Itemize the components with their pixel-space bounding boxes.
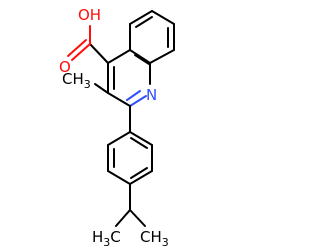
bond-ph6-ph1 bbox=[129, 131, 153, 146]
bond-c5-c6-inner bbox=[135, 16, 153, 28]
bond-c8-c8a bbox=[149, 49, 175, 64]
bond-ph3-ph4 bbox=[107, 170, 131, 185]
carboxyl-group bbox=[67, 25, 109, 64]
bond-n-c2-inner bbox=[126, 90, 141, 101]
isopropyl-right-main: CH bbox=[140, 228, 162, 246]
bond-ph6-ph1-inner bbox=[130, 137, 148, 149]
bond-c3-methyl bbox=[94, 83, 109, 94]
bond-c-o-double-b bbox=[67, 39, 87, 57]
isopropyl-left-tail: C bbox=[110, 228, 120, 246]
bond-ph1-ph2 bbox=[107, 131, 131, 146]
bond-ph4-ph5 bbox=[129, 170, 153, 185]
benzo-ring bbox=[129, 10, 175, 65]
isopropyl-right-sub: 3 bbox=[162, 236, 169, 249]
hydroxyl-label: OH bbox=[78, 6, 101, 24]
structure-diagram: OH O N CH3 H3C CH3 bbox=[59, 6, 175, 249]
isopropyl-left-sub: 3 bbox=[103, 236, 110, 249]
bond-c4-c4a bbox=[107, 49, 131, 64]
bond-c4a-c8a bbox=[129, 49, 151, 64]
pyridine-ring bbox=[107, 49, 151, 107]
methyl-label-sub: 3 bbox=[84, 78, 91, 91]
bond-c4a-c8a-inner bbox=[134, 54, 150, 65]
bond-ph4-ph5-inner bbox=[130, 167, 148, 179]
isopropyl-right-methyl-label: CH3 bbox=[140, 228, 169, 249]
phenyl-ring bbox=[107, 131, 153, 185]
bond-c5-c6 bbox=[129, 10, 153, 25]
bond-c-o-double-a bbox=[71, 43, 91, 61]
isopropyl-group bbox=[115, 183, 146, 227]
bond-c2-c3 bbox=[107, 92, 131, 107]
bond-c4-ccooh bbox=[89, 43, 109, 64]
bond-c6-c7 bbox=[151, 10, 175, 25]
carbonyl-oxygen-label: O bbox=[59, 58, 71, 76]
methyl-label: CH3 bbox=[62, 70, 91, 91]
nitrogen-label: N bbox=[146, 86, 157, 104]
bond-n-c2 bbox=[129, 95, 147, 107]
isopropyl-left-methyl-label: H3C bbox=[92, 228, 121, 249]
isopropyl-left-main: H bbox=[92, 228, 103, 246]
methyl-label-main: CH bbox=[62, 70, 84, 88]
bond-ch-ch3-right bbox=[129, 209, 146, 227]
bond-ch-ch3-left bbox=[115, 209, 131, 227]
